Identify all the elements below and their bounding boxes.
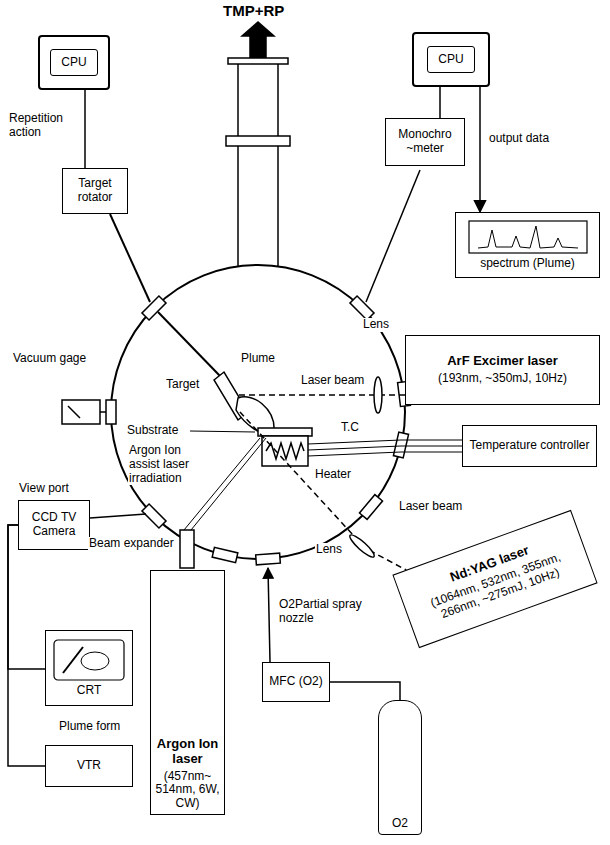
tc-wire — [308, 446, 462, 450]
node-title: CRT — [77, 684, 101, 698]
port-flange — [350, 296, 374, 320]
part-label: Laser beam — [300, 374, 365, 388]
part-label: Argon Ion assist laser irradiation — [128, 444, 204, 485]
edge-label: Repetition action — [8, 112, 80, 140]
ndyag-laser-box: Nd:YAG laser(1064nm, 532nm, 355nm, 266nm… — [392, 510, 597, 648]
node-title: Target rotator — [67, 177, 123, 205]
lens — [347, 532, 376, 559]
pump-pipe — [237, 64, 239, 267]
part-label: Plume — [240, 352, 276, 366]
part-label: Target — [165, 378, 200, 392]
connector-line — [439, 87, 441, 118]
rotator-rod — [158, 312, 220, 376]
part-label: Heater — [314, 468, 352, 482]
spectrum-display: spectrum (Plume) — [455, 212, 600, 278]
o2-spray-nozzle — [268, 568, 270, 662]
spectrum-trace — [478, 226, 578, 248]
optical-fiber — [366, 170, 420, 302]
target-rotator-box: Target rotator — [62, 168, 128, 214]
part-label: Laser beam — [398, 500, 463, 514]
connector-line — [330, 682, 400, 700]
ndyag-laser-beam — [240, 412, 410, 572]
part-label: Beam expander — [88, 537, 175, 551]
node-title: CPU — [427, 46, 474, 74]
connector-line — [479, 87, 481, 212]
o2-cylinder: O2 — [378, 700, 422, 835]
part-label: Lens — [362, 318, 390, 332]
rotator-rod — [110, 214, 150, 302]
port-flange — [256, 553, 281, 565]
camera-link — [90, 514, 146, 518]
computer-monitor: CPU — [38, 35, 110, 90]
screen-target — [63, 647, 83, 673]
node-title: VTR — [77, 759, 101, 773]
gage-wire — [68, 406, 80, 418]
part-label: O2Partial spray nozzle — [278, 598, 380, 626]
node-title: O2 — [392, 817, 408, 831]
lens — [374, 377, 382, 413]
mass-flow-controller: MFC (O2) — [262, 662, 330, 702]
port-flange — [106, 400, 116, 424]
part-label: Lens — [315, 543, 343, 557]
pump-arrow — [242, 22, 274, 58]
heater-coil — [266, 443, 304, 459]
gage-tube — [100, 411, 106, 413]
chamber-ports — [106, 296, 410, 565]
computer-monitor: CPU — [412, 32, 490, 87]
node-title: ArF Excimer laser — [447, 354, 558, 369]
part-label: Substrate — [126, 424, 179, 438]
leader-line — [190, 431, 255, 432]
port-flange — [142, 504, 166, 528]
edge-label: output data — [488, 132, 550, 146]
ccd-camera-box: CCD TV Camera — [18, 500, 90, 550]
temperature-controller-box: Temperature controller — [462, 425, 597, 467]
tc-wire — [308, 452, 462, 456]
heater — [262, 436, 308, 466]
connector-line — [84, 90, 86, 168]
screen-frame — [469, 221, 587, 253]
part-label: Plume form — [58, 720, 121, 734]
node-title: spectrum (Plume) — [480, 257, 575, 271]
spectrum-screen — [468, 220, 588, 254]
part-label: Vacuum gage — [12, 352, 87, 366]
argon-laser-box: Argon Ion laser(457nm~ 514nm, 6W, CW) — [150, 570, 225, 815]
node-title: Temperature controller — [469, 439, 589, 453]
pipe-flange — [226, 136, 290, 146]
node-title: CCD TV Camera — [23, 511, 85, 539]
node-title: CPU — [50, 49, 97, 77]
port-flange — [212, 547, 238, 562]
port-flange — [393, 432, 408, 458]
pump-pipe — [277, 64, 279, 267]
part-label: T.C — [340, 421, 360, 435]
part-label: TMP+RP — [222, 2, 285, 19]
vacuum-gage — [62, 400, 100, 424]
part-label: View port — [18, 482, 70, 496]
arf-laser-box: ArF Excimer laser (193nm, ~350mJ, 10Hz) — [405, 335, 600, 405]
node-spec: (193nm, ~350mJ, 10Hz) — [438, 372, 567, 386]
node-title: Argon Ion laser — [155, 737, 220, 767]
node-spec: (457nm~ 514nm, 6W, CW) — [155, 770, 220, 811]
connector-line — [8, 525, 45, 766]
screen-frame — [54, 640, 124, 680]
vacuum-chamber — [111, 265, 405, 559]
crt-monitor: CRT — [45, 630, 133, 706]
screen-plume — [81, 652, 109, 670]
tc-wire — [308, 440, 462, 444]
node-title: Monochro ~meter — [390, 128, 460, 156]
crt-screen — [53, 639, 125, 681]
beam-expander — [180, 530, 194, 568]
pipe-flange — [228, 58, 288, 64]
vtr-box: VTR — [45, 745, 133, 787]
substrate — [258, 428, 312, 436]
monochromator-box: Monochro ~meter — [385, 118, 465, 166]
port-flange — [359, 495, 382, 520]
node-title: MFC (O2) — [269, 675, 322, 689]
